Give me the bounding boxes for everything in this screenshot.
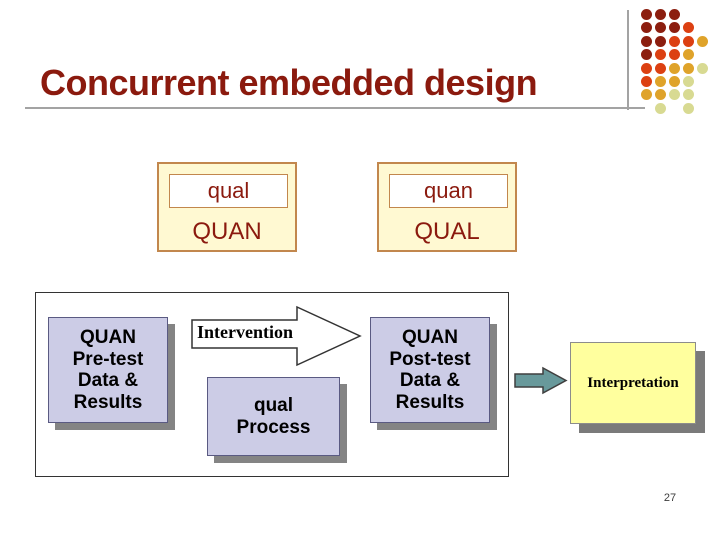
decorative-dot xyxy=(641,76,652,87)
decorative-dot xyxy=(697,35,708,47)
title-underline xyxy=(25,107,645,109)
pretest-line: QUAN xyxy=(80,327,136,348)
decorative-dot xyxy=(669,76,680,87)
quan-inner-box: quan xyxy=(389,174,508,208)
decorative-dot xyxy=(641,62,652,74)
decorative-dot xyxy=(641,49,652,61)
decorative-dot xyxy=(655,76,666,87)
pretest-line: Pre-test xyxy=(72,348,144,370)
decorative-dot xyxy=(683,102,694,114)
decorative-dot xyxy=(655,22,666,34)
decorative-dot xyxy=(669,62,680,74)
quan-posttest-box: QUAN Post-test Data & Results xyxy=(370,317,490,423)
intervention-label: Intervention xyxy=(197,322,293,342)
process-line: qual xyxy=(253,395,294,416)
qual-in-quan-box: qual QUAN xyxy=(157,162,297,252)
interpretation-label: Interpretation xyxy=(587,374,679,391)
decorative-dot xyxy=(683,76,694,87)
decorative-dot xyxy=(641,35,652,47)
pretest-line: Results xyxy=(73,391,143,413)
quan-in-qual-box: quan QUAL xyxy=(377,162,517,252)
decorative-dot xyxy=(669,22,680,34)
decorative-dot xyxy=(641,89,652,101)
dot-pattern-decoration xyxy=(641,9,717,121)
process-line: Process xyxy=(236,417,311,438)
decorative-dot xyxy=(655,62,666,74)
decorative-dot xyxy=(655,89,666,101)
interpretation-box: Interpretation xyxy=(570,342,696,424)
qual-outer-label: QUAL xyxy=(414,218,480,245)
posttest-line: Data & xyxy=(399,370,461,391)
decorative-dot xyxy=(641,9,652,20)
posttest-line: Post-test xyxy=(389,348,471,370)
decorative-dot xyxy=(655,35,666,47)
decorative-dot xyxy=(655,102,666,114)
flow-arrow-icon xyxy=(514,366,568,395)
decorative-dot xyxy=(669,9,680,20)
pretest-line: Data & xyxy=(77,370,139,391)
quan-outer-label: QUAN xyxy=(192,218,262,245)
posttest-line: QUAN xyxy=(402,327,458,348)
decorative-dot xyxy=(641,22,652,34)
qual-inner-box: qual xyxy=(169,174,288,208)
decorative-dot xyxy=(683,22,694,34)
decorative-dot xyxy=(683,49,694,61)
decorative-dot xyxy=(697,62,708,74)
decorative-dot xyxy=(683,35,694,47)
decorative-dot xyxy=(669,49,680,61)
quan-pretest-box: QUAN Pre-test Data & Results xyxy=(48,317,168,423)
decorative-dot xyxy=(669,89,680,101)
decorative-dot xyxy=(655,49,666,61)
decorative-dot xyxy=(655,9,666,20)
page-number: 27 xyxy=(663,492,677,504)
decorative-dot xyxy=(683,62,694,74)
title-vertical-rule xyxy=(627,10,629,110)
page-title: Concurrent embedded design xyxy=(40,62,538,103)
qual-process-box: qual Process xyxy=(207,377,340,456)
posttest-line: Results xyxy=(395,391,465,413)
intervention-arrow xyxy=(191,305,362,367)
decorative-dot xyxy=(683,89,694,101)
decorative-dot xyxy=(669,35,680,47)
